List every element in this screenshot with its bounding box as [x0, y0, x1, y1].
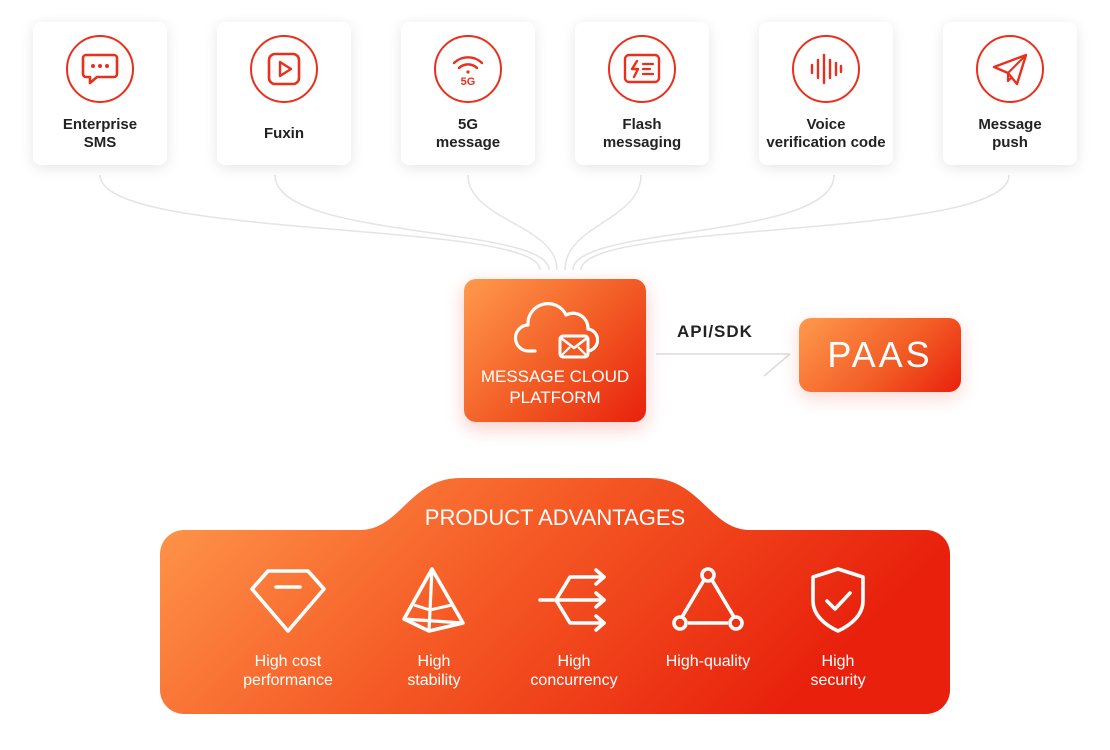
- connector-5g-message: [467, 174, 558, 271]
- play-icon: [250, 35, 318, 103]
- shield-check-icon: [811, 567, 865, 633]
- pyramid-icon: [402, 567, 465, 633]
- connector-flash-messaging: [564, 174, 642, 271]
- advantages-title: PRODUCT ADVANTAGES: [424, 505, 686, 530]
- diamond-icon: [250, 569, 326, 633]
- paas-box: PAAS: [799, 318, 961, 392]
- advantage-label: High-quality: [665, 653, 751, 670]
- connector-enterprise-sms: [99, 174, 541, 271]
- connector-message-push: [580, 174, 1010, 271]
- cloud-mail-icon: [513, 302, 599, 359]
- connector-fuxin: [274, 174, 550, 271]
- api-connector-line: [656, 353, 791, 377]
- flash-message-icon: [608, 35, 676, 103]
- service-card-fuxin: Fuxin: [217, 22, 351, 165]
- service-label: Fuxin: [264, 125, 304, 142]
- voice-wave-icon: [792, 35, 860, 103]
- connector-voice-verification: [572, 174, 835, 271]
- sms-chat-icon: [66, 35, 134, 103]
- branch-arrows-icon: [538, 568, 606, 632]
- product-advantages-panel: [160, 478, 950, 714]
- triangle-nodes-icon: [672, 567, 744, 631]
- svg-text:5G: 5G: [461, 76, 476, 88]
- advantage-high-quality: High-quality: [633, 565, 783, 670]
- paper-plane-icon: [976, 35, 1044, 103]
- 5g-signal-icon: 5G: [434, 35, 502, 103]
- api-sdk-label: API/SDK: [677, 322, 753, 341]
